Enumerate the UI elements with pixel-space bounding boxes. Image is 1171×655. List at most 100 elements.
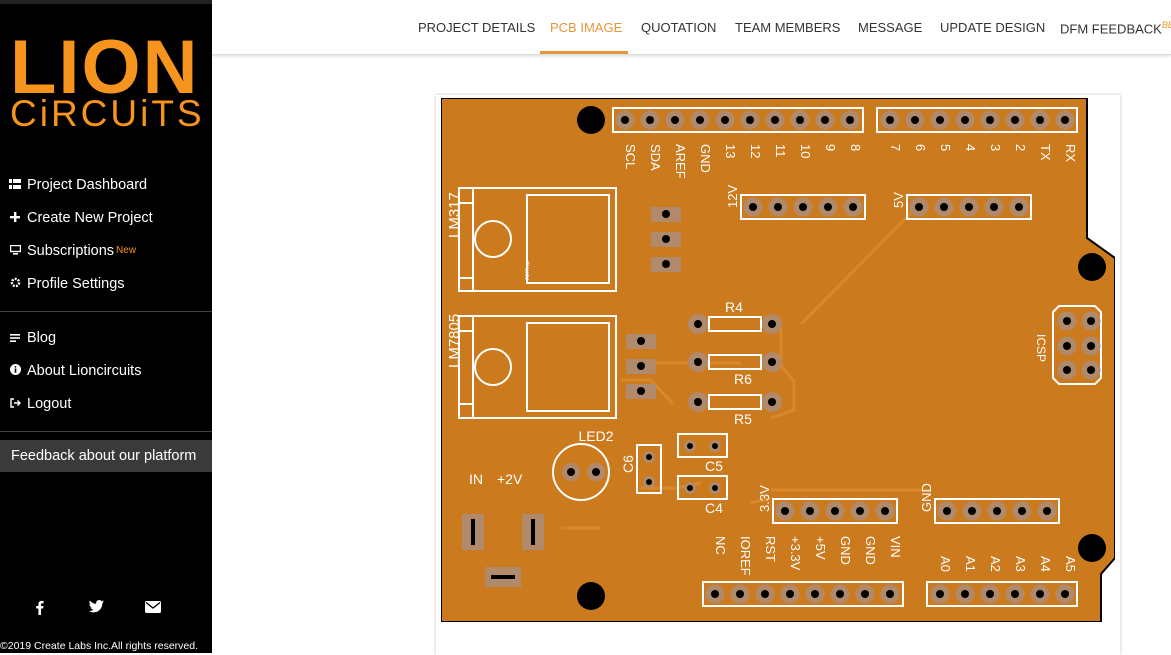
pin-label: 8 <box>848 144 863 151</box>
email-icon[interactable] <box>145 600 161 617</box>
power-input-pads <box>462 514 544 587</box>
header-pin-hole <box>1018 507 1026 515</box>
header-3v3: 3.3V <box>757 485 898 524</box>
sidebar-item-label: Subscriptions <box>27 242 115 259</box>
mounting-hole <box>1078 534 1106 562</box>
header-pin-hole <box>915 203 923 211</box>
twitter-icon[interactable] <box>89 600 104 617</box>
regulator-lm7805 <box>458 315 617 419</box>
resistor-r5 <box>688 392 782 412</box>
lioncircuits-logo[interactable]: LION CiRCUiTS <box>8 30 202 134</box>
header-pin-hole <box>796 116 804 124</box>
header-pin-hole <box>831 507 839 515</box>
header-pin-hole <box>771 116 779 124</box>
sidebar-item-project-dashboard[interactable]: Project Dashboard <box>0 168 212 201</box>
pcb-traces <box>561 206 931 530</box>
tab-update-design[interactable]: UPDATE DESIGN <box>940 20 1045 35</box>
label-r5: R5 <box>734 411 752 427</box>
header-pin-hole <box>993 507 1001 515</box>
header-pin-hole <box>721 116 729 124</box>
pin-label: RST <box>763 536 778 562</box>
facebook-icon[interactable] <box>35 600 44 619</box>
pin-label: 3 <box>988 144 1003 151</box>
tab-dfm-feedback[interactable]: DFM FEEDBACKBETA <box>1060 20 1171 36</box>
sidebar-item-label: Create New Project <box>27 209 153 226</box>
pin-label: 9 <box>823 144 838 151</box>
header-5v: 5V <box>891 192 1032 220</box>
lm7805-pads <box>626 334 656 399</box>
header-pin-hole <box>1063 342 1071 350</box>
pin-label: A2 <box>988 556 1003 572</box>
header-pin-hole <box>671 116 679 124</box>
sidebar-item-blog[interactable]: Blog <box>0 321 212 354</box>
sidebar-item-about[interactable]: About Lioncircuits <box>0 354 212 387</box>
gear-icon <box>8 277 22 291</box>
tab-pcb-image[interactable]: PCB IMAGE <box>550 20 623 35</box>
header-pin-hole <box>646 116 654 124</box>
header-pin-hole <box>881 507 889 515</box>
beta-badge: BETA <box>1161 20 1171 30</box>
label-a17amp: A17Amp <box>525 261 531 280</box>
header-pin-hole <box>696 116 704 124</box>
pin-label: GND <box>838 536 853 565</box>
header-pin-hole <box>961 590 969 598</box>
tab-project-details[interactable]: PROJECT DETAILS <box>418 20 536 35</box>
header-pin-hole <box>746 116 754 124</box>
tab-team-members[interactable]: TEAM MEMBERS <box>735 20 841 35</box>
regulator-lm317 <box>458 187 617 292</box>
header-pin-hole <box>1087 342 1095 350</box>
header-pin-hole <box>749 203 757 211</box>
tab-message[interactable]: MESSAGE <box>858 20 923 35</box>
header-pin-hole <box>621 116 629 124</box>
feedback-button[interactable]: Feedback about our platform <box>0 440 212 472</box>
header-pin-hole <box>799 203 807 211</box>
sidebar-item-profile-settings[interactable]: Profile Settings <box>0 267 212 300</box>
sidebar-item-logout[interactable]: Logout <box>0 387 212 420</box>
pin-label: VIN <box>888 536 903 558</box>
header-pin-hole <box>856 507 864 515</box>
label-5v: 5V <box>891 192 906 208</box>
label-gnd: GND <box>919 483 934 512</box>
pin-label: 10 <box>798 144 813 158</box>
header-pin-hole <box>846 116 854 124</box>
header-pin-hole <box>781 507 789 515</box>
capacitor-c5 <box>677 433 728 458</box>
pin-label: A3 <box>1013 556 1028 572</box>
mounting-hole <box>1078 253 1106 281</box>
pin-label: SCL <box>623 144 638 169</box>
sidebar-item-create-new-project[interactable]: Create New Project <box>0 201 212 234</box>
header-pin-hole <box>965 203 973 211</box>
sidebar-menu-secondary: Blog About Lioncircuits Logout <box>0 321 212 420</box>
pin-label: 5 <box>938 144 953 151</box>
header-pin-hole <box>1036 116 1044 124</box>
label-c6: C6 <box>620 455 636 473</box>
pin-label: GND <box>863 536 878 565</box>
project-tabs: PROJECT DETAILS PCB IMAGE QUOTATION TEAM… <box>212 0 1171 55</box>
header-pin-hole <box>786 590 794 598</box>
logo-circuits-text: CiRCUiTS <box>10 93 205 134</box>
lm317-pads <box>651 207 681 272</box>
pin-label: 4 <box>963 144 978 151</box>
header-pin-hole <box>986 116 994 124</box>
header-pin-hole <box>849 203 857 211</box>
pin-label: A0 <box>938 556 953 572</box>
label-c5: C5 <box>705 458 723 474</box>
mounting-hole <box>577 106 605 134</box>
sidebar-divider <box>0 431 212 432</box>
label-lm317: LM317 <box>446 192 463 238</box>
tab-quotation[interactable]: QUOTATION <box>641 20 717 35</box>
sidebar-item-label: Logout <box>27 395 72 412</box>
pin-label: 13 <box>723 144 738 158</box>
sidebar-item-subscriptions[interactable]: Subscriptions New <box>0 234 212 267</box>
pin-label: +5V <box>813 536 828 560</box>
info-icon <box>8 363 22 378</box>
label-12v: 12V <box>725 185 740 208</box>
header-pin-hole <box>936 116 944 124</box>
label-r6: R6 <box>734 371 752 387</box>
tab-label: DFM FEEDBACK <box>1060 21 1162 37</box>
pin-label: 6 <box>913 144 928 151</box>
header-pin-hole <box>886 116 894 124</box>
header-pin-hole <box>736 590 744 598</box>
